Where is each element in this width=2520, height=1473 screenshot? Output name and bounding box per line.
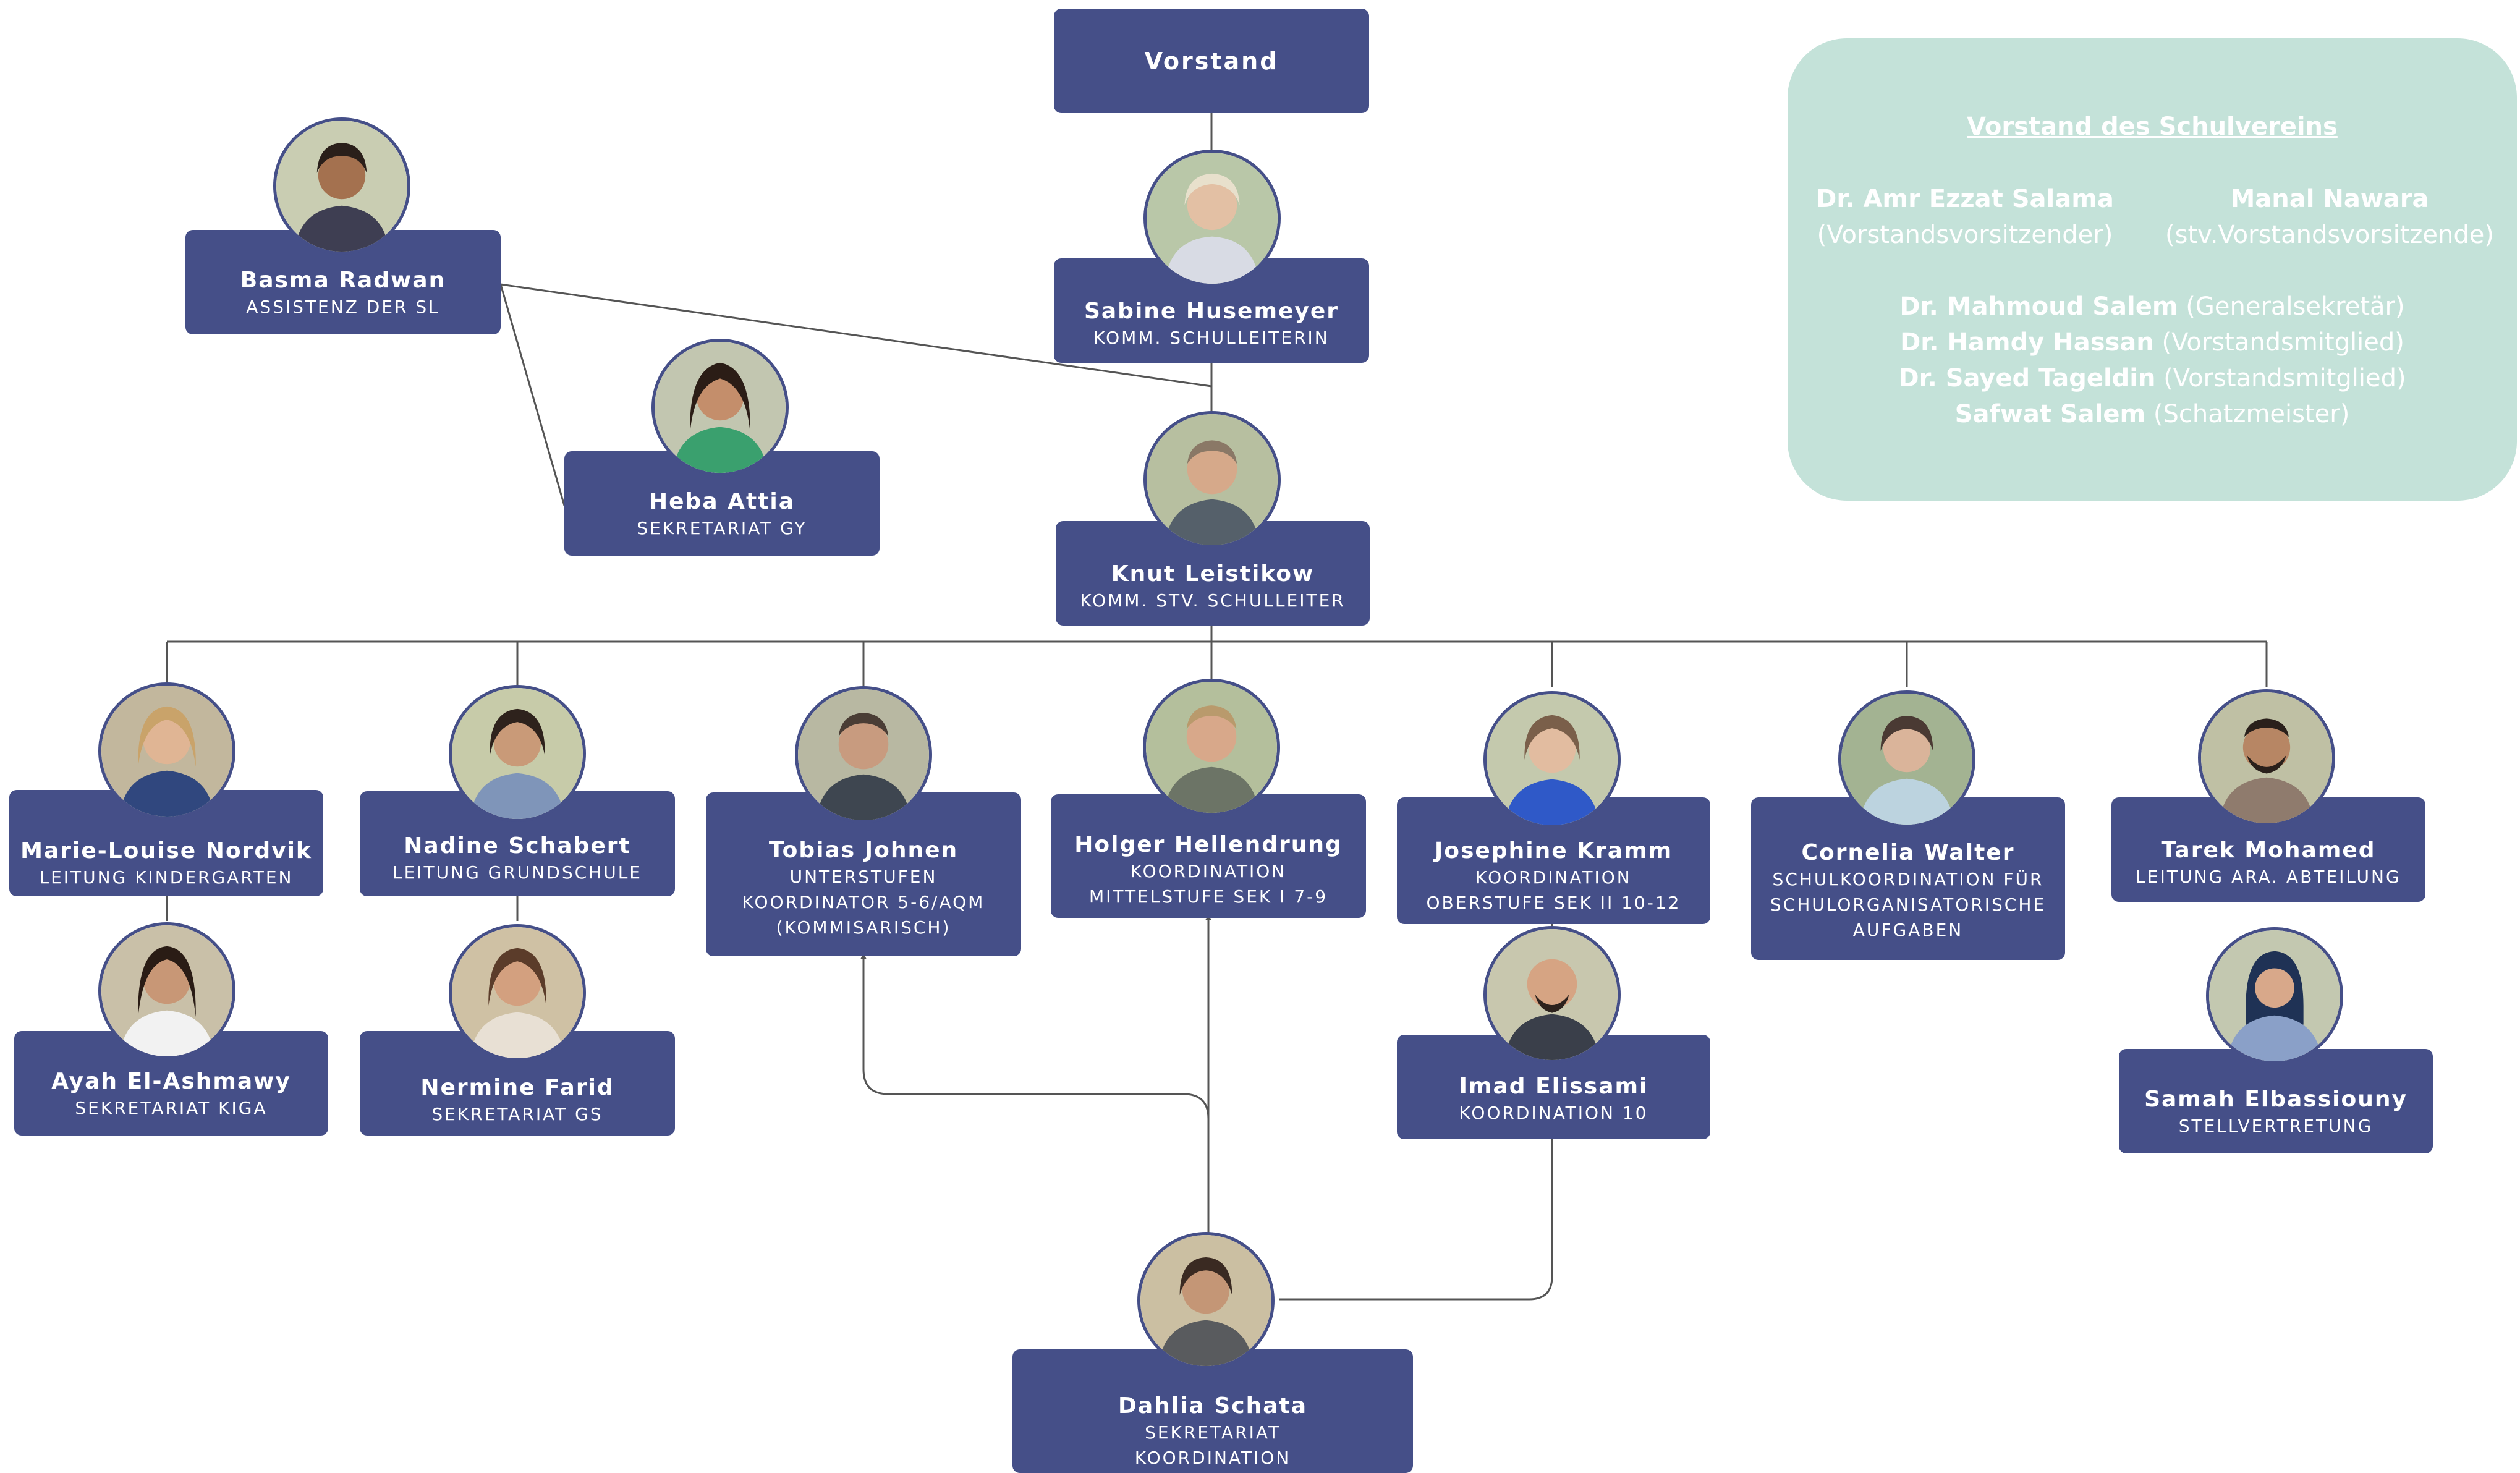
node-role: UNTERSTUFEN <box>789 867 938 887</box>
node-name: Josephine Kramm <box>1434 838 1673 864</box>
board-member: Safwat Salem (Schatzmeister) <box>1954 400 2350 428</box>
board-member: Dr. Mahmoud Salem (Generalsekretär) <box>1899 292 2405 321</box>
portrait-photo <box>2198 689 2335 826</box>
node-name: Sabine Husemeyer <box>1084 299 1339 324</box>
node-name: Holger Hellendrung <box>1074 832 1343 857</box>
node-vorstand[interactable]: Vorstand <box>1054 9 1369 113</box>
node-name: Basma Radwan <box>240 268 446 293</box>
portrait-photo <box>2206 927 2343 1064</box>
node-role: MITTELSTUFE SEK I 7-9 <box>1088 886 1328 907</box>
node-role: (KOMMISARISCH) <box>776 917 951 938</box>
node-name: Ayah El-Ashmawy <box>51 1069 291 1094</box>
portrait-photo <box>1143 150 1281 287</box>
portrait-photo <box>1143 679 1280 816</box>
node-name: Tobias Johnen <box>768 838 959 863</box>
node-role: SCHULORGANISATORISCHE <box>1770 894 2047 915</box>
portrait-photo <box>273 117 410 255</box>
node-name: Marie-Louise Nordvik <box>20 838 312 864</box>
node-role: KOMM. STV. SCHULLEITER <box>1080 590 1346 611</box>
portrait-photo <box>1838 690 1975 828</box>
node-name: Tarek Mohamed <box>2161 838 2376 863</box>
portrait-photo <box>98 682 235 820</box>
portrait-photo <box>1483 691 1621 828</box>
node-schabert[interactable]: Nadine Schabert LEITUNG GRUNDSCHULE <box>360 791 675 896</box>
node-name: Cornelia Walter <box>1801 840 2015 865</box>
node-role: KOMM. SCHULLEITERIN <box>1093 328 1330 348</box>
node-role: KOORDINATION <box>1475 867 1632 888</box>
node-name: Nadine Schabert <box>404 833 631 859</box>
node-role: KOORDINATION 10 <box>1459 1103 1648 1123</box>
node-role: LEITUNG KINDERGARTEN <box>39 867 294 888</box>
node-name: Nermine Farid <box>420 1075 614 1100</box>
node-name: Samah Elbassiouny <box>2144 1087 2408 1112</box>
node-mohamed[interactable]: Tarek Mohamed LEITUNG ARA. ABTEILUNG <box>2111 797 2425 902</box>
board-chair-role: (Vorstandsvorsitzender) <box>1817 221 2113 249</box>
board-vice-chair-name: Manal Nawara <box>2230 185 2429 213</box>
portrait-photo <box>651 339 789 476</box>
portrait-photo <box>795 686 932 823</box>
node-role: SEKRETARIAT GS <box>431 1104 603 1124</box>
board-member: Dr. Hamdy Hassan (Vorstandsmitglied) <box>1900 328 2404 357</box>
node-schata[interactable]: Dahlia Schata SEKRETARIAT KOORDINATION <box>1012 1349 1413 1473</box>
node-role: SEKRETARIAT <box>1145 1422 1281 1443</box>
board-member: Dr. Sayed Tageldin (Vorstandsmitglied) <box>1898 364 2406 393</box>
board-vice-chair-role: (stv.Vorstandsvorsitzende) <box>2165 221 2494 249</box>
node-role: ASSISTENZ DER SL <box>246 297 440 317</box>
node-role: OBERSTUFE SEK II 10-12 <box>1426 893 1681 913</box>
node-role: KOORDINATION <box>1134 1448 1291 1468</box>
node-role: KOORDINATION <box>1130 861 1287 881</box>
vorstand-label: Vorstand <box>1144 47 1279 75</box>
node-name: Heba Attia <box>648 489 795 514</box>
node-role: SEKRETARIAT GY <box>637 518 807 538</box>
node-johnen[interactable]: Tobias Johnen UNTERSTUFEN KOORDINATOR 5-… <box>706 792 1021 956</box>
node-name: Dahlia Schata <box>1118 1393 1307 1419</box>
portrait-photo <box>449 685 586 822</box>
portrait-photo <box>449 924 586 1061</box>
board-chair: Dr. Amr Ezzat Salama (Vorstandsvorsitzen… <box>1788 181 2142 253</box>
board-vice-chair: Manal Nawara (stv.Vorstandsvorsitzende) <box>2142 181 2517 253</box>
node-role: SCHULKOORDINATION FÜR <box>1772 869 2044 889</box>
board-chair-name: Dr. Amr Ezzat Salama <box>1816 185 2114 213</box>
node-role: KOORDINATOR 5-6/AQM <box>742 892 985 912</box>
portrait-photo <box>1483 926 1621 1063</box>
node-elissami[interactable]: Imad Elissami KOORDINATION 10 <box>1397 1035 1710 1139</box>
node-elbassiouny[interactable]: Samah Elbassiouny STELLVERTRETUNG <box>2119 1049 2433 1153</box>
portrait-photo <box>1137 1232 1275 1369</box>
node-name: Knut Leistikow <box>1111 561 1315 587</box>
node-role: LEITUNG ARA. ABTEILUNG <box>2136 867 2401 887</box>
board-card: Vorstand des Schulvereins Dr. Amr Ezzat … <box>1788 38 2517 501</box>
node-name: Imad Elissami <box>1459 1074 1648 1099</box>
node-role: STELLVERTRETUNG <box>2178 1116 2374 1136</box>
node-role: LEITUNG GRUNDSCHULE <box>392 862 642 883</box>
node-husemeyer[interactable]: Sabine Husemeyer KOMM. SCHULLEITERIN <box>1054 258 1369 363</box>
node-role: SEKRETARIAT KIGA <box>75 1098 268 1118</box>
portrait-photo <box>1143 411 1281 548</box>
node-role: AUFGABEN <box>1852 920 1964 940</box>
portrait-photo <box>98 922 235 1059</box>
board-title: Vorstand des Schulvereins <box>1967 112 2338 141</box>
